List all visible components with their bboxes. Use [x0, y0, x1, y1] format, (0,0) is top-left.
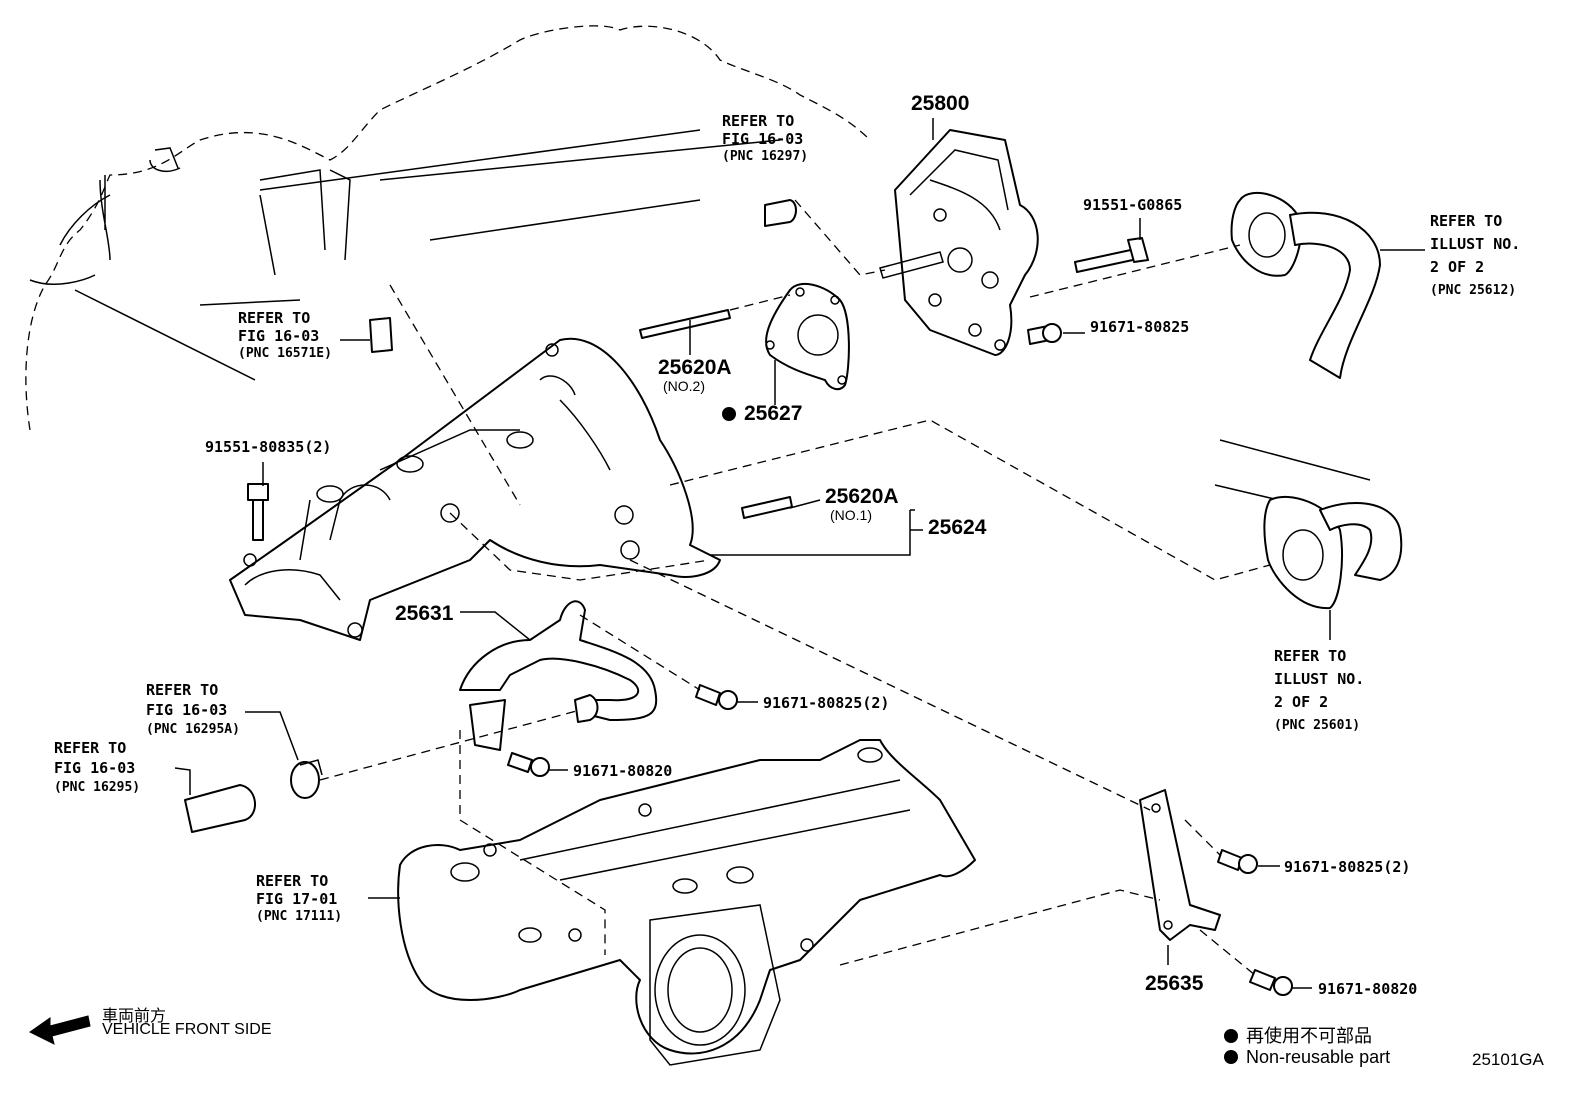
ref-line: (PNC 25612): [1430, 283, 1517, 298]
label-25620a-no2-sub: (NO.2): [663, 378, 705, 394]
legend-dot-icon: [1224, 1029, 1238, 1043]
non-reusable-dot-icon: [722, 407, 736, 421]
egr-cooler-pipe-25612: [1230, 191, 1381, 379]
ref-fig-16-03-pnc-16295: REFER TO FIG 16-03 (PNC 16295): [54, 738, 140, 798]
ref-line: (PNC 16295A): [146, 722, 240, 737]
label-91671-80825-2-a: 91671-80825(2): [763, 694, 890, 712]
ref-line: FIG 17-01: [256, 890, 338, 908]
ref-line: FIG 16-03: [238, 327, 320, 345]
legend-en-text: Non-reusable part: [1246, 1047, 1391, 1067]
bracket-25635: [1139, 789, 1221, 941]
legend-non-reusable-en: Non-reusable part: [1224, 1047, 1390, 1068]
ref-line: REFER TO: [256, 872, 329, 890]
ref-line: (PNC 25601): [1274, 718, 1361, 733]
egr-cooler-pipe-25601: [1214, 439, 1403, 610]
egr-adapter-25624: [229, 337, 721, 641]
ref-line: ILLUST NO.: [1274, 670, 1365, 688]
ref-line: FIG 16-03: [54, 759, 136, 777]
ref-illust-2of2-pnc-25612: REFER TO ILLUST NO. 2 OF 2 (PNC 25612): [1430, 210, 1520, 302]
label-25620a-no2: 25620A: [658, 356, 732, 379]
ref-fig-17-01-pnc-17111: REFER TO FIG 17-01 (PNC 17111): [256, 872, 342, 926]
ref-line: REFER TO: [1430, 212, 1503, 230]
bolt-91551-80835: [247, 483, 269, 541]
ref-line: ILLUST NO.: [1430, 235, 1521, 253]
bolt-91671-80820-a: [507, 752, 550, 777]
label-25620a-no1: 25620A: [825, 485, 899, 508]
ref-line: REFER TO: [722, 112, 795, 130]
bolt-91671-80825-a: [1027, 323, 1062, 345]
hose-16295: [184, 784, 256, 833]
ref-line: REFER TO: [146, 681, 219, 699]
label-25627: 25627: [722, 402, 802, 426]
label-25627-text: 25627: [744, 402, 803, 425]
label-91551-80835: 91551-80835(2): [205, 438, 332, 456]
ref-line: (PNC 16297): [722, 149, 809, 164]
egr-pipe-25631: [459, 600, 658, 751]
pipe-16297: [764, 199, 797, 227]
gasket-25627: [765, 282, 850, 391]
legend-jp-text: 再使用不可部品: [1246, 1026, 1372, 1046]
stud-25620a-no2: [639, 309, 731, 339]
label-25800: 25800: [911, 92, 970, 115]
vehicle-front-en: VEHICLE FRONT SIDE: [102, 1021, 272, 1038]
stud-25620a-no1: [741, 496, 793, 519]
label-25631: 25631: [395, 602, 454, 625]
front-direction-arrow: [29, 1015, 91, 1045]
legend-dot-icon: [1224, 1050, 1238, 1064]
pipe-16571e: [369, 317, 393, 353]
ref-fig-16-03-pnc-16295a: REFER TO FIG 16-03 (PNC 16295A): [146, 680, 240, 740]
label-25620a-no1-sub: (NO.1): [830, 507, 872, 523]
ref-line: REFER TO: [54, 739, 127, 757]
ref-line: 2 OF 2: [1430, 258, 1485, 276]
engine-outline: [25, 25, 871, 431]
label-91671-80825-2-b: 91671-80825(2): [1284, 858, 1411, 876]
egr-valve-housing-25800: [879, 129, 1039, 356]
hose-clamp-16295a: [290, 759, 323, 799]
bolt-91551-g0865: [1074, 237, 1149, 273]
ref-line: (PNC 16295): [54, 780, 141, 795]
ref-illust-2of2-pnc-25601: REFER TO ILLUST NO. 2 OF 2 (PNC 25601): [1274, 645, 1364, 737]
ref-line: FIG 16-03: [146, 701, 228, 719]
bolt-91671-80825-2b: [1217, 849, 1258, 874]
label-25635: 25635: [1145, 972, 1204, 995]
ref-line: FIG 16-03: [722, 130, 804, 148]
label-91671-80825: 91671-80825: [1090, 318, 1190, 336]
ref-fig-16-03-pnc-16297: REFER TO FIG 16-03 (PNC 16297): [722, 112, 808, 166]
label-91551-g0865: 91551-G0865: [1083, 196, 1183, 214]
legend-non-reusable-jp: 再使用不可部品: [1224, 1022, 1372, 1048]
label-91671-80820-b: 91671-80820: [1318, 980, 1418, 998]
label-25624: 25624: [928, 516, 987, 539]
ref-fig-16-03-pnc-16571e: REFER TO FIG 16-03 (PNC 16571E): [238, 309, 332, 363]
ref-line: (PNC 16571E): [238, 346, 332, 361]
ref-line: 2 OF 2: [1274, 693, 1329, 711]
vehicle-front-jp: 車両前方: [102, 1008, 167, 1025]
bolt-91671-80820-b: [1249, 969, 1293, 996]
ref-line: REFER TO: [1274, 647, 1347, 665]
bolt-91671-80825-2a: [695, 684, 738, 710]
intake-manifold-17111: [397, 739, 976, 1066]
figure-id: 25101GA: [1472, 1050, 1544, 1069]
ref-line: (PNC 17111): [256, 909, 343, 924]
label-91671-80820-a: 91671-80820: [573, 762, 673, 780]
ref-line: REFER TO: [238, 309, 311, 327]
